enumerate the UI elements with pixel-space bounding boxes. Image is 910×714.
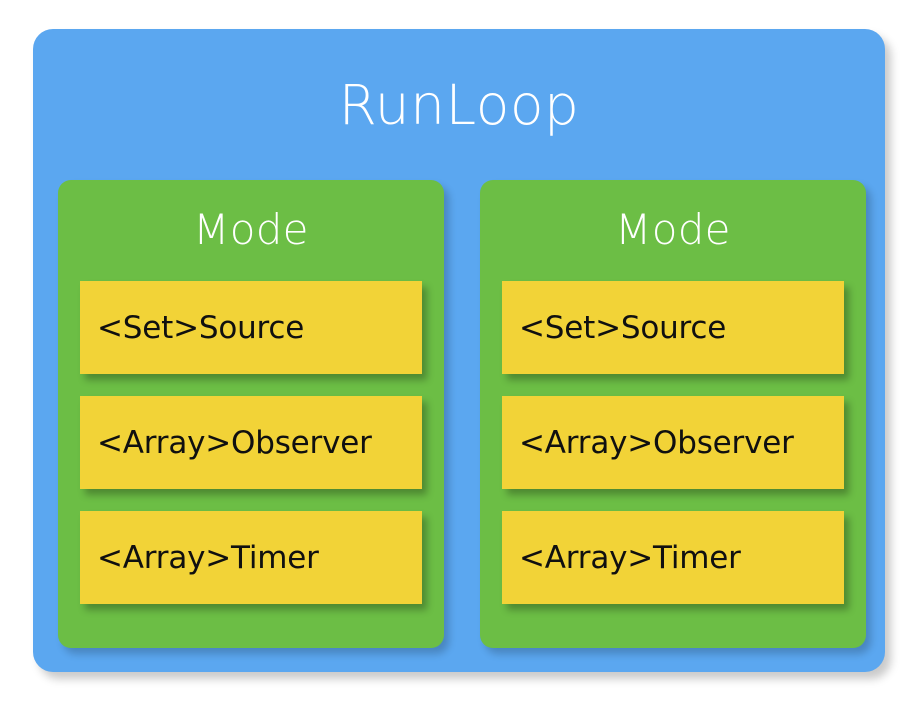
item-box-observer-2: <Array>Observer [502, 396, 844, 489]
item-label-observer-2: <Array>Observer [519, 424, 794, 461]
mode-title-1: Mode [193, 205, 309, 254]
item-box-observer-1: <Array>Observer [80, 396, 422, 489]
runloop-title: RunLoop [338, 73, 580, 137]
item-box-source-2: <Set>Source [502, 281, 844, 374]
runloop-container: RunLoop Mode <Set>Source <Array>Observer… [33, 29, 885, 672]
item-label-source-1: <Set>Source [97, 309, 305, 346]
mode-items-1: <Set>Source <Array>Observer <Array>Timer [58, 281, 444, 604]
mode-container-1: Mode <Set>Source <Array>Observer <Array>… [58, 180, 444, 648]
item-label-observer-1: <Array>Observer [97, 424, 372, 461]
mode-container-2: Mode <Set>Source <Array>Observer <Array>… [480, 180, 866, 648]
item-box-timer-2: <Array>Timer [502, 511, 844, 604]
item-label-timer-1: <Array>Timer [97, 539, 319, 576]
mode-title-2: Mode [615, 205, 731, 254]
mode-columns: Mode <Set>Source <Array>Observer <Array>… [58, 180, 866, 648]
item-box-timer-1: <Array>Timer [80, 511, 422, 604]
item-box-source-1: <Set>Source [80, 281, 422, 374]
item-label-source-2: <Set>Source [519, 309, 727, 346]
item-label-timer-2: <Array>Timer [519, 539, 741, 576]
mode-items-2: <Set>Source <Array>Observer <Array>Timer [480, 281, 866, 604]
